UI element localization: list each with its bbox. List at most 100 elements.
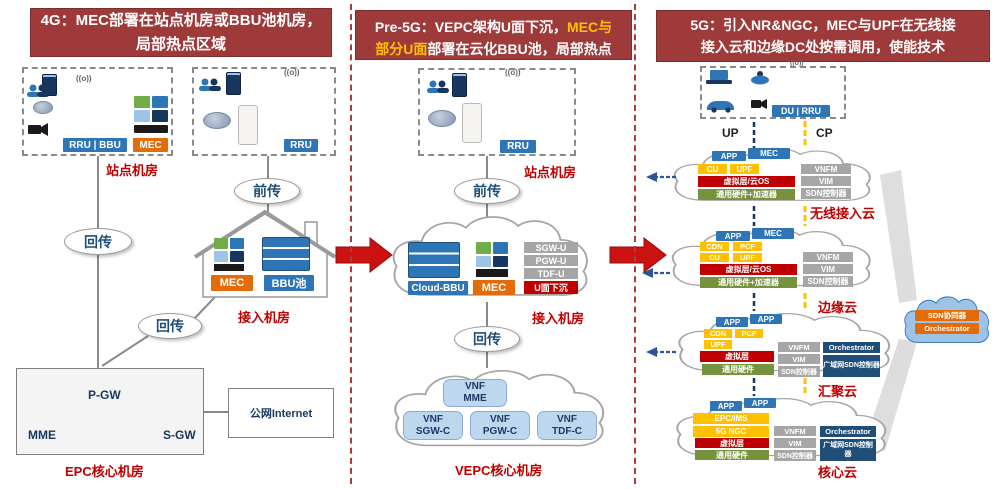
cu-box: CU [698, 164, 727, 174]
panel-title-5g: 5G：引入NR&NGC，MEC与UPF在无线接 接入云和边缘DC处按需调用，使能… [656, 10, 990, 62]
cdn-box: CDN [700, 242, 729, 251]
upf-box: UPF [704, 340, 732, 349]
vnf-pgwc-box: VNF PGW-C [470, 411, 530, 440]
mec-server-icon [134, 125, 168, 133]
mec-box: MEC [752, 228, 794, 239]
hardware-bar: 通用硬件 [695, 450, 769, 460]
panel-title-pre5g: Pre-5G：VEPC架构U面下沉，MEC与 部分U面部署在云化BBU池，局部热… [355, 10, 632, 60]
radio-access-cloud-label: 无线接入云 [810, 206, 876, 221]
epc-core-room-label: EPC核心机房 [65, 464, 144, 479]
wan-sdn-controller-box: 广域网SDN控制器 [820, 439, 876, 461]
users-icon [199, 78, 221, 91]
mec-apps-icon [476, 242, 508, 267]
mec-apps-icon [134, 96, 168, 122]
appliance-icon [462, 103, 482, 143]
dome-camera-icon [203, 112, 231, 129]
tdf-u-label: TDF-U [524, 268, 578, 279]
hardware-bar: 通用硬件 [702, 364, 774, 375]
mec-apps-icon [214, 238, 244, 262]
cloud-bbu-servers-icon [408, 242, 460, 278]
users-icon [427, 80, 449, 93]
mec-label: MEC [473, 280, 515, 295]
upf-box: UPF [733, 253, 762, 262]
up-exit-arrowheads [642, 172, 657, 357]
orchestrator-box: Orchestrator [915, 323, 979, 334]
camera-icon [751, 99, 767, 109]
pcf-box: PCF [733, 242, 762, 251]
du-rru-label: DU | RRU [772, 105, 830, 117]
panel-separator [634, 4, 636, 484]
mec-label: MEC [133, 138, 168, 152]
vim-box: VIM [774, 438, 816, 448]
virtualization-bar: 虚拟层 [700, 351, 774, 362]
site-room-label: 站点机房 [524, 165, 577, 180]
vnfm-box: VNFM [774, 426, 816, 436]
app-box: APP [710, 401, 742, 411]
mme-label: MME [28, 428, 56, 442]
u-plane-sink-label: U面下沉 [524, 281, 578, 294]
backhaul-ellipse: 回传 [64, 228, 132, 255]
up-label: UP [722, 126, 739, 140]
virtualization-bar: 虚拟层/云OS [700, 264, 797, 275]
dome-camera-icon [428, 110, 456, 127]
users-icon [27, 84, 49, 97]
mec-box: MEC [748, 148, 790, 159]
upf-box: UPF [730, 164, 759, 174]
hardware-bar: 通用硬件+加速器 [700, 277, 797, 288]
pcf-box: PCF [735, 329, 763, 338]
bbu-pool-servers-icon [262, 237, 310, 271]
hardware-bar: 通用硬件+加速器 [698, 189, 795, 200]
cp-label: CP [816, 126, 833, 140]
cu-box: CU [700, 253, 729, 262]
vnf-mme-box: VNF MME [443, 379, 507, 407]
sdn-controller-box: SDN控制器 [774, 450, 816, 461]
vnf-tdfc-box: VNF TDF-C [537, 411, 597, 440]
vnfm-box: VNFM [803, 252, 853, 262]
edge-cloud-label: 边缘云 [818, 300, 858, 315]
vnfm-box: VNFM [801, 164, 851, 174]
app-box: APP [744, 398, 776, 408]
vepc-core-room-label: VEPC核心机房 [455, 463, 543, 478]
drone-icon [751, 71, 769, 85]
phone-icon [452, 73, 467, 97]
sgw-label: S-GW [163, 428, 196, 442]
aggregation-cloud-label: 汇聚云 [818, 384, 858, 399]
mec-server-icon [214, 264, 244, 271]
app-box: APP [750, 314, 782, 324]
vim-box: VIM [803, 264, 853, 274]
pgw-u-label: PGW-U [524, 255, 578, 266]
mec-server-icon [476, 269, 508, 277]
vnf-sgwc-box: VNF SGW-C [403, 411, 463, 440]
panel-separator [350, 4, 352, 484]
antenna-waves-label: ((o)) [790, 60, 804, 67]
title-part-highlight: 部分U面 [375, 41, 428, 58]
up-exit-arrows [652, 175, 676, 354]
sdn-controller-box: SDN控制器 [801, 188, 851, 199]
sdn-coordinator-box: SDN协同器 [915, 310, 979, 321]
internet-label: 公网Internet [249, 408, 313, 420]
house-bbu-label: BBU池 [264, 275, 314, 291]
house-mec-label: MEC [211, 275, 253, 291]
antenna-waves-label: ((o)) [76, 74, 92, 83]
panel-title-4g: 4G：MEC部署在站点机房或BBU池机房， 局部热点区域 [30, 8, 332, 57]
epc-core-box [16, 368, 204, 455]
sdn-controller-box: SDN控制器 [778, 366, 820, 377]
rru-bbu-label: RRU | BBU [63, 138, 127, 152]
title-part-highlight: MEC与 [567, 19, 613, 35]
fronthaul-ellipse: 前传 [234, 178, 300, 204]
vim-box: VIM [801, 176, 851, 186]
wan-sdn-controller-box: 广域网SDN控制器 [823, 355, 880, 377]
rru-label: RRU [284, 139, 318, 152]
virtualization-bar: 虚拟层 [695, 438, 769, 448]
car-icon [707, 101, 734, 113]
gray-connectors [90, 155, 488, 435]
virtualization-bar: 虚拟层/云OS [698, 176, 795, 187]
orchestrator-box: Orchestrator [820, 426, 876, 437]
cdn-box: CDN [704, 329, 732, 338]
dome-camera-icon [33, 101, 53, 114]
appliance-icon [238, 105, 258, 145]
ngc-box: 5G NGC [693, 426, 769, 437]
fronthaul-ellipse: 前传 [454, 178, 520, 204]
backhaul-ellipse-2: 回传 [138, 313, 202, 339]
